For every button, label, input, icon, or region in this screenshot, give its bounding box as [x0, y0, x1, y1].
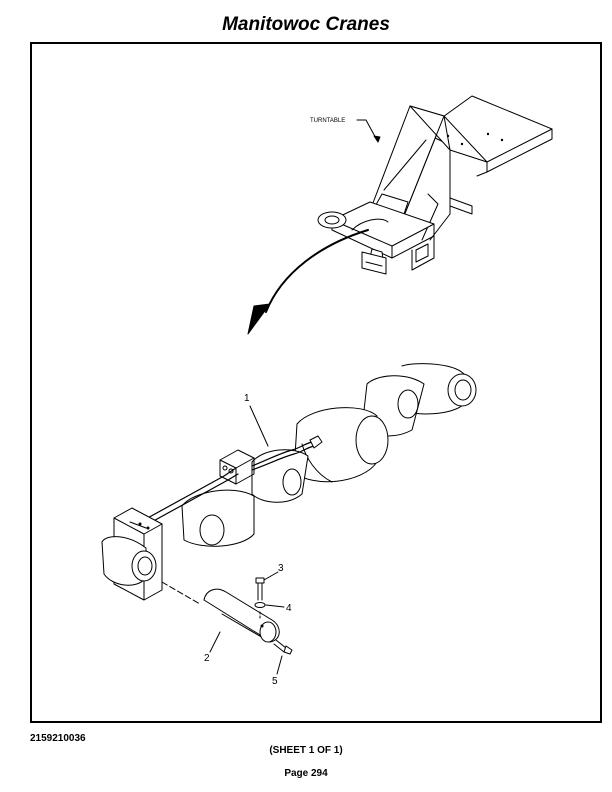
- callout-item-5-leader: [276, 655, 283, 675]
- callout-turntable-leader: [356, 119, 379, 143]
- callout-turntable: TURNTABLE: [310, 118, 345, 124]
- parts-drawing-frame: TURNTABLE: [30, 42, 602, 723]
- bolt-drawing: [273, 639, 293, 655]
- page-title: Manitowoc Cranes: [222, 14, 390, 35]
- cylinder-assembly-drawing: [101, 363, 477, 605]
- callout-item-1-leader: [249, 405, 269, 447]
- callout-item-2: 2: [204, 653, 210, 664]
- pin-drawing: [203, 588, 280, 643]
- sheet-label: (SHEET 1 OF 1): [269, 745, 343, 756]
- callout-item-3: 3: [278, 563, 284, 574]
- callout-turntable-arrowhead: [373, 135, 381, 143]
- callout-item-3-leader: [263, 571, 279, 581]
- page-number: Page 294: [284, 768, 328, 779]
- callout-item-4: 4: [286, 603, 292, 614]
- location-arrow: [247, 229, 369, 335]
- capscrew-washer-drawing: [254, 577, 266, 621]
- callout-item-2-leader: [209, 631, 221, 653]
- turntable-drawing: [317, 95, 553, 275]
- callout-item-1: 1: [244, 393, 250, 404]
- callout-item-4-leader: [265, 604, 285, 608]
- parts-drawing: TURNTABLE: [101, 95, 553, 687]
- callout-item-5: 5: [272, 676, 278, 687]
- drawing-number: 2159210036: [30, 733, 86, 744]
